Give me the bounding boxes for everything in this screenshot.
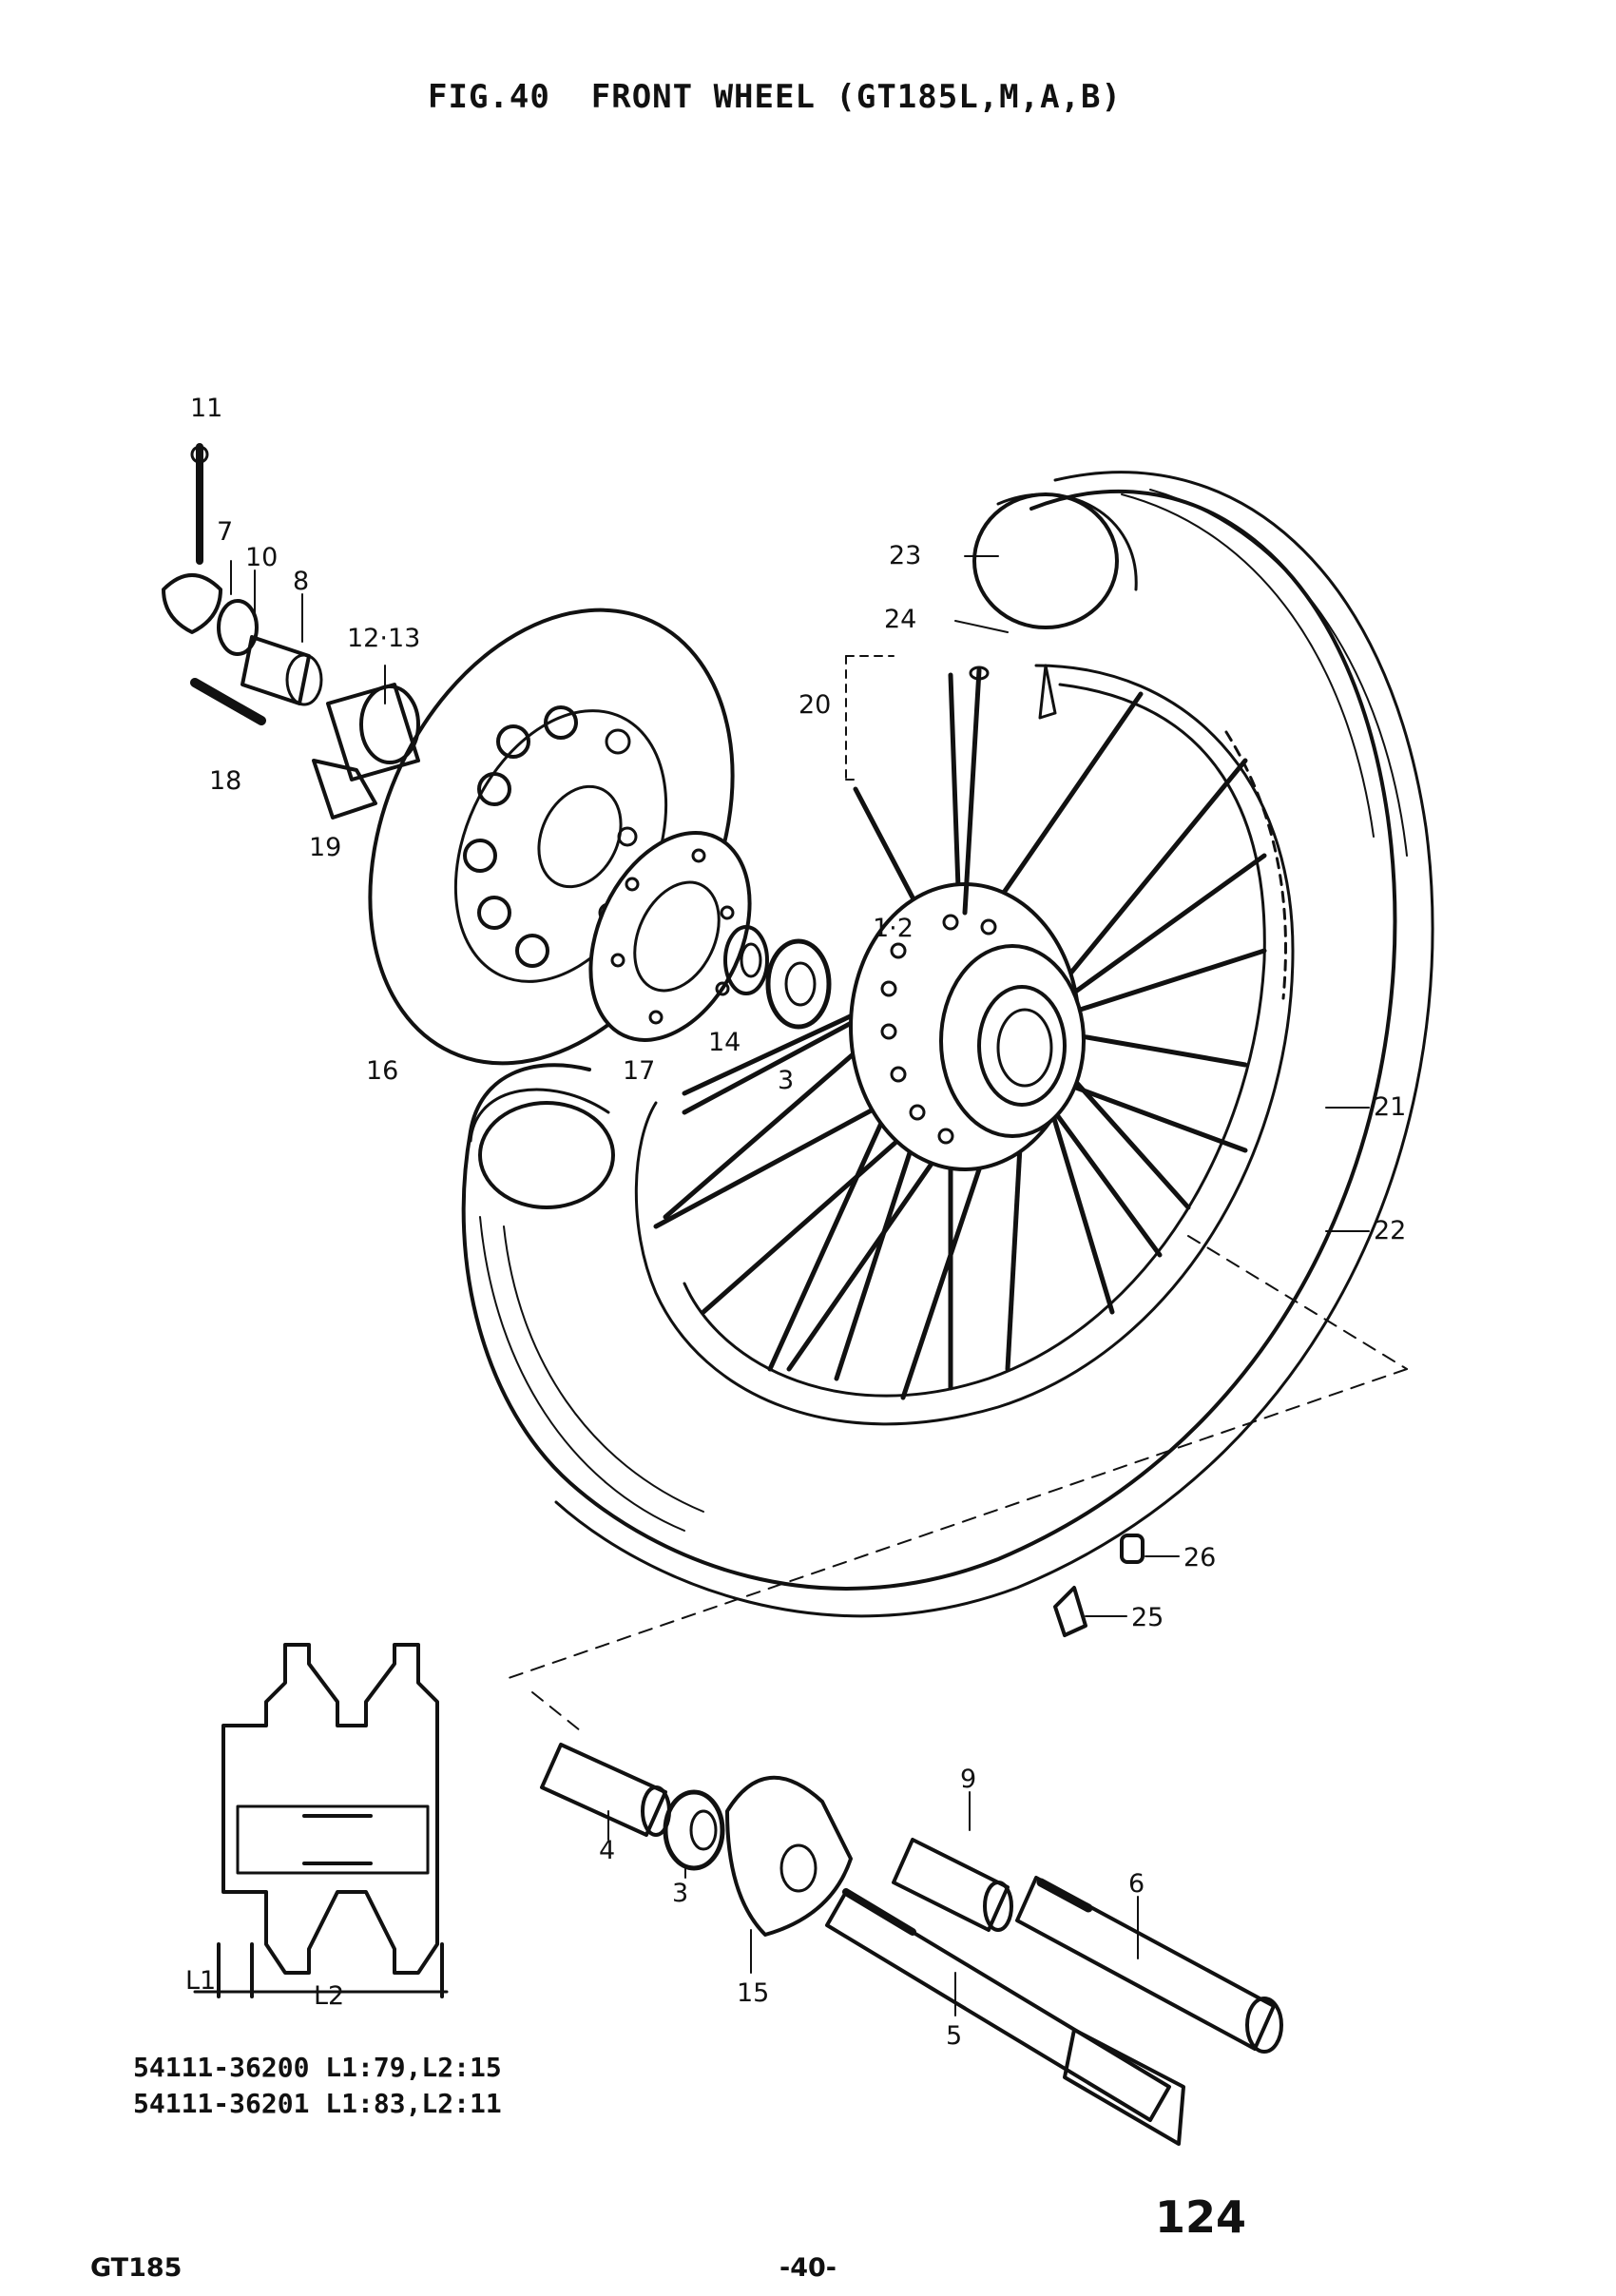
callout-25: 25 (1131, 1603, 1164, 1632)
page-number: 124 (1155, 2191, 1247, 2243)
callout-16: 16 (366, 1056, 398, 1086)
callout-20: 20 (798, 690, 831, 720)
callout-10: 10 (245, 543, 278, 572)
dimension-l2: L2 (314, 1981, 344, 2011)
callout-12-13: 12·13 (347, 624, 420, 653)
callout-8: 8 (293, 567, 309, 596)
part-number-line: 54111-36201 L1:83,L2:11 (133, 2088, 502, 2119)
valve-and-spoke-part (845, 655, 1057, 916)
axle-shaft-6 (1015, 1876, 1283, 2054)
speedometer-gearbox (725, 1776, 853, 1937)
bearing-lower (663, 1789, 725, 1871)
callout-15: 15 (737, 1978, 769, 2008)
leader-lines (230, 555, 1370, 2016)
callout-9: 9 (960, 1765, 976, 1794)
callout-labels: 11 7 10 8 12·13 18 19 16 17 14 3 1·2 20 … (185, 394, 1406, 2051)
callout-14: 14 (708, 1028, 741, 1057)
part-number-line: 54111-36200 L1:79,L2:15 (133, 2052, 502, 2083)
valve-nut-and-cap (1053, 1534, 1145, 1637)
axle-left-parts (162, 443, 420, 820)
callout-6: 6 (1128, 1869, 1145, 1899)
callout-26: 26 (1183, 1543, 1216, 1572)
callout-3-upper: 3 (778, 1066, 794, 1095)
front-axle-5 (825, 1888, 1185, 2146)
callout-5: 5 (946, 2021, 962, 2051)
footer-page: -40- (779, 2253, 837, 2283)
callout-18: 18 (209, 766, 241, 796)
wheel-hub (849, 882, 1086, 1171)
spacer-4 (540, 1743, 671, 1837)
tire (461, 471, 1434, 1618)
hub-cross-section (193, 1643, 449, 1998)
figure-title: FIG.40 FRONT WHEEL (GT185L,M,A,B) (428, 78, 1122, 116)
bearing-upper (723, 925, 832, 1030)
callout-23: 23 (889, 541, 921, 570)
callout-24: 24 (884, 605, 916, 634)
callout-19: 19 (309, 833, 341, 862)
disc-hub-plate (588, 831, 752, 1042)
callout-21: 21 (1374, 1092, 1406, 1122)
callout-1-2: 1·2 (873, 914, 914, 943)
callout-11: 11 (190, 394, 222, 423)
callout-22: 22 (1374, 1216, 1406, 1245)
dimension-l1: L1 (185, 1966, 216, 1996)
callout-3-lower: 3 (672, 1879, 688, 1908)
axle-center-line (508, 1235, 1408, 1731)
callout-7: 7 (217, 517, 233, 547)
callout-17: 17 (623, 1056, 655, 1086)
footer-model: GT185 (90, 2253, 183, 2283)
callout-4: 4 (599, 1836, 615, 1865)
spacer-9 (892, 1838, 1013, 1932)
